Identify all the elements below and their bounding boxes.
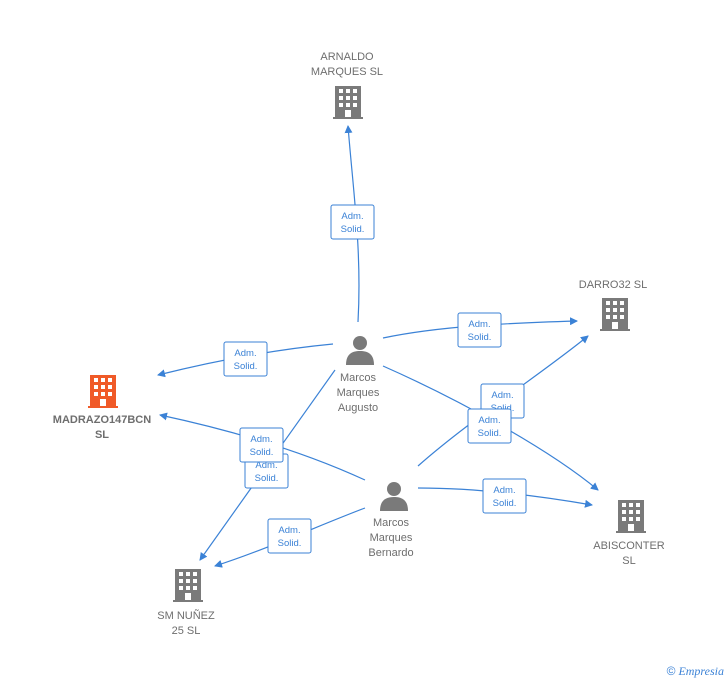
svg-text:Solid.: Solid. (468, 332, 492, 343)
edge-label-bernardo-abisconter: Adm. Solid. (482, 478, 527, 514)
node-darro32[interactable]: DARRO32 SL (579, 279, 647, 331)
building-icon (88, 375, 118, 408)
node-label-line: ABISCONTER (593, 540, 665, 552)
svg-text:Solid.: Solid. (250, 447, 274, 458)
node-label-line: SL (95, 429, 109, 441)
edge-label-bernardo-smnunez: Adm. Solid. (267, 518, 312, 554)
node-label-line: MARQUES SL (311, 66, 383, 78)
svg-text:Adm.: Adm. (250, 434, 272, 445)
svg-text:Solid.: Solid. (478, 428, 502, 439)
svg-text:Solid.: Solid. (341, 224, 365, 235)
footer-brand[interactable]: © Empresia (667, 664, 724, 679)
building-icon (600, 298, 630, 331)
edge-label-augusto-madrazo: Adm. Solid. (223, 341, 268, 377)
node-label-line: 25 SL (172, 625, 201, 637)
svg-text:Solid.: Solid. (278, 538, 302, 549)
node-label-line: DARRO32 SL (579, 279, 647, 291)
node-madrazo147bcn[interactable]: MADRAZO147BCN SL (53, 375, 151, 441)
node-marcos-marques-augusto[interactable]: Marcos Marques Augusto (337, 336, 380, 414)
node-abisconter[interactable]: ABISCONTER SL (593, 500, 665, 567)
building-icon (173, 569, 203, 602)
node-label-line: SL (622, 555, 635, 567)
svg-text:Adm.: Adm. (341, 211, 363, 222)
edge-label-augusto-abisconter: Adm. Solid. (467, 408, 512, 444)
svg-text:Solid.: Solid. (493, 498, 517, 509)
edge-label-augusto-arnaldo: Adm. Solid. (330, 204, 375, 240)
node-arnaldo-marques[interactable]: ARNALDO MARQUES SL (311, 51, 383, 119)
person-icon (380, 482, 408, 511)
svg-text:Adm.: Adm. (493, 485, 515, 496)
copyright-icon: © (666, 664, 676, 678)
svg-text:Solid.: Solid. (234, 361, 258, 372)
node-label-line: Marcos (340, 372, 377, 384)
node-label-line: Marques (370, 532, 413, 544)
node-label-line: Bernardo (368, 547, 413, 559)
svg-text:Adm.: Adm. (478, 415, 500, 426)
node-label-line: Augusto (338, 402, 378, 414)
node-sm-nunez-25[interactable]: SM NUÑEZ 25 SL (157, 569, 215, 637)
svg-text:Adm.: Adm. (278, 525, 300, 536)
brand-name: Empresia (678, 664, 724, 678)
svg-text:Adm.: Adm. (255, 460, 277, 471)
edge-labels: Adm. Solid. Adm. Solid. Adm. Solid. Adm.… (223, 204, 527, 554)
building-icon (616, 500, 646, 533)
edge-label-bernardo-madrazo: Adm. Solid. (239, 427, 284, 463)
building-icon (333, 86, 363, 119)
node-label-line: Marques (337, 387, 380, 399)
svg-text:Adm.: Adm. (468, 319, 490, 330)
node-label-line: ARNALDO (320, 51, 374, 63)
node-label-line: Marcos (373, 517, 410, 529)
svg-text:Adm.: Adm. (234, 348, 256, 359)
node-marcos-marques-bernardo[interactable]: Marcos Marques Bernardo (368, 482, 414, 559)
node-label-line: MADRAZO147BCN (53, 414, 151, 426)
svg-text:Adm.: Adm. (491, 390, 513, 401)
node-label-line: SM NUÑEZ (157, 609, 215, 622)
svg-text:Solid.: Solid. (255, 473, 279, 484)
person-icon (346, 336, 374, 365)
edge-label-augusto-darro: Adm. Solid. (457, 312, 502, 348)
